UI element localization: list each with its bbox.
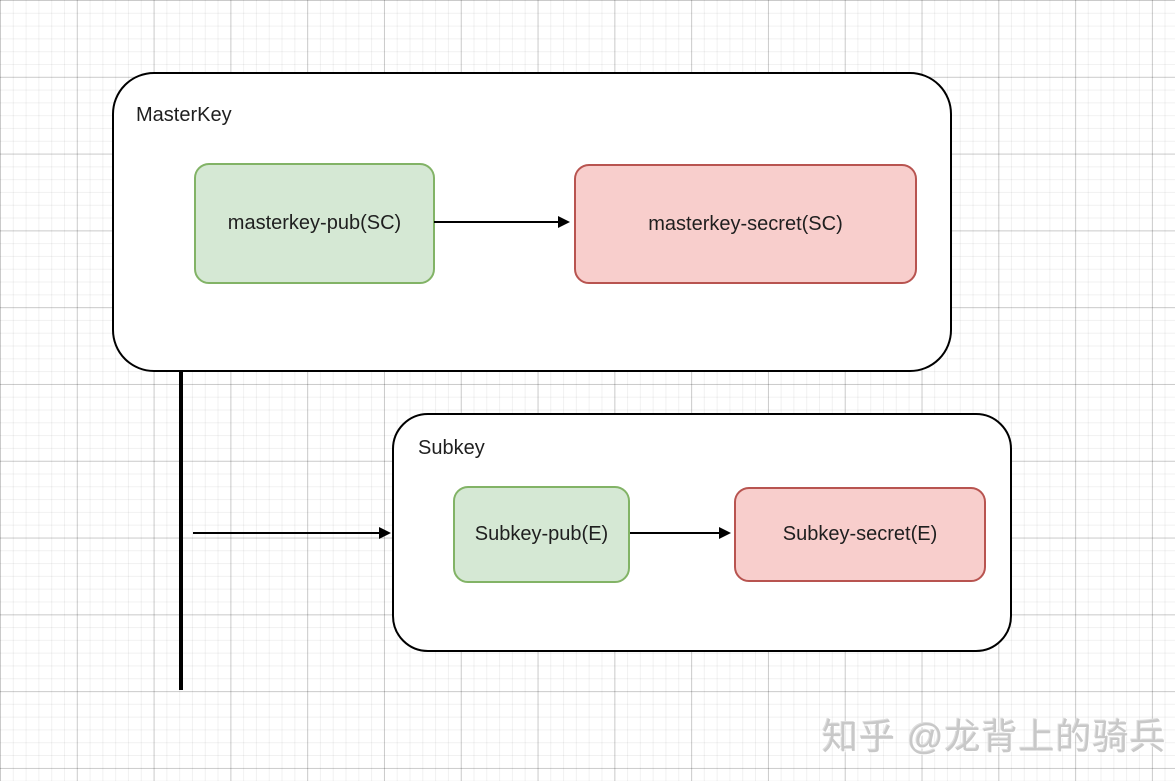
subkey-secret-label: Subkey-secret(E) bbox=[782, 523, 938, 545]
masterkey-pub-node: masterkey-pub(SC) bbox=[194, 163, 435, 284]
zhihu-watermark: 知乎 @龙背上的骑兵 bbox=[822, 716, 1167, 757]
subkey-secret-node: Subkey-secret(E) bbox=[734, 487, 986, 582]
subkey-group-label: Subkey bbox=[418, 437, 485, 459]
subkey-pub-node: Subkey-pub(E) bbox=[453, 486, 630, 583]
masterkey-group-label: MasterKey bbox=[136, 104, 232, 126]
masterkey-pub-label: masterkey-pub(SC) bbox=[227, 212, 402, 234]
subkey-pub-label: Subkey-pub(E) bbox=[474, 523, 609, 545]
masterkey-secret-node: masterkey-secret(SC) bbox=[574, 164, 917, 284]
masterkey-secret-label: masterkey-secret(SC) bbox=[648, 212, 843, 235]
masterkey-group: MasterKey masterkey-pub(SC) masterkey-se… bbox=[112, 72, 952, 372]
subkey-group: Subkey Subkey-pub(E) Subkey-secret(E) bbox=[392, 413, 1012, 652]
